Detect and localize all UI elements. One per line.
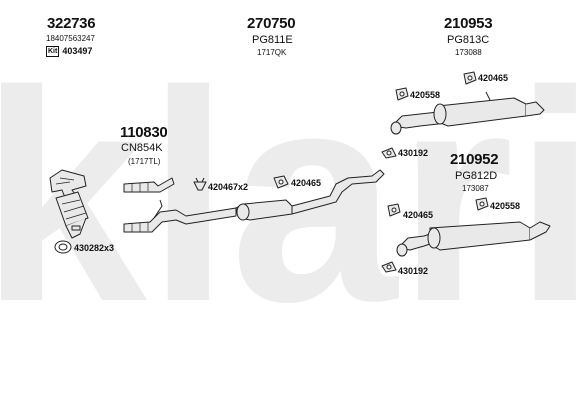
rear-bottom-ref: PG812D [455,170,498,182]
catalyst-drawing [49,169,89,239]
middle-silencer-drawing [235,169,385,221]
hanger-top-b-drawing [395,87,409,101]
hanger-top-b-label: 420558 [410,90,441,100]
catalyst-kit-number: 403497 [62,45,93,56]
rear-bottom-sub: 173087 [462,184,489,193]
clamp-bottom-label: 430192 [398,266,429,276]
clamp-bottom-drawing [381,261,397,273]
watermark-text: klarius [0,28,581,364]
hanger-middle-label: 420465 [291,178,322,188]
middle-silencer-ref: PG811E [252,34,293,46]
clamp-top-label: 430192 [398,148,429,158]
rear-silencer-top-drawing [390,91,545,135]
clamp-top-drawing [381,147,397,159]
hanger-bottom-b-drawing [475,197,489,211]
front-pipe-number: 110830 [120,124,168,141]
kit-icon: Kit [46,46,60,57]
hanger-bottom-b-label: 420558 [490,201,521,211]
catalyst-number: 322736 [47,15,96,32]
gasket-label: 430282x3 [74,243,115,253]
rear-silencer-bottom-drawing [396,221,551,257]
rear-bottom-number: 210952 [450,151,499,168]
rear-top-sub: 173088 [455,48,482,57]
front-pipe-drawing [123,177,237,233]
front-pipe-sub: (1717TL) [128,157,161,166]
front-pipe-ref: CN854K [121,142,163,154]
gasket-drawing [54,240,72,254]
rear-top-number: 210953 [444,15,493,32]
rear-top-ref: PG813C [447,34,490,46]
hanger-bottom-a-label: 420465 [403,210,434,220]
hanger-bottom-a-drawing [387,203,401,217]
catalyst-code: 18407563247 [46,34,95,43]
clamp-middle-drawing [193,177,207,191]
hanger-top-a-drawing [463,71,477,85]
hanger-top-a-label: 420465 [478,73,509,83]
middle-silencer-number: 270750 [247,15,296,32]
clamp-middle-label: 420467x2 [208,182,249,192]
middle-silencer-sub: 1717QK [257,48,287,57]
hanger-middle-drawing [273,175,289,189]
